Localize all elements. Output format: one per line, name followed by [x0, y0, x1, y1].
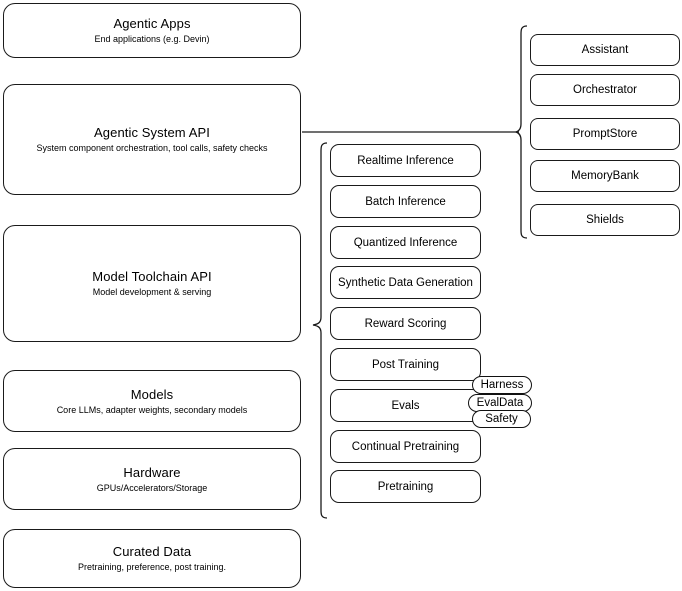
- capability-box-batch-inference[interactable]: Batch Inference: [330, 185, 481, 218]
- stack-box-title: Agentic Apps: [113, 16, 191, 31]
- stack-box-agentic-apps[interactable]: Agentic Apps End applications (e.g. Devi…: [3, 3, 301, 58]
- evals-badge-safety[interactable]: Safety: [472, 410, 531, 428]
- evals-badge-label: EvalData: [476, 397, 524, 409]
- stack-box-subtitle: End applications (e.g. Devin): [94, 34, 210, 44]
- stack-box-agentic-system-api[interactable]: Agentic System API System component orch…: [3, 84, 301, 195]
- stack-box-subtitle: Core LLMs, adapter weights, secondary mo…: [56, 404, 248, 415]
- evals-badge-label: Safety: [485, 413, 518, 425]
- evals-badge-label: Harness: [480, 379, 524, 391]
- capability-box-pretraining[interactable]: Pretraining: [330, 470, 481, 503]
- capability-box-post-training[interactable]: Post Training: [330, 348, 481, 381]
- capability-box-quantized-inference[interactable]: Quantized Inference: [330, 226, 481, 259]
- component-box-promptstore[interactable]: PromptStore: [530, 118, 680, 150]
- capability-box-evals[interactable]: Evals: [330, 389, 481, 422]
- component-label: PromptStore: [572, 128, 638, 140]
- component-box-memorybank[interactable]: MemoryBank: [530, 160, 680, 192]
- stack-box-title: Agentic System API: [94, 125, 210, 140]
- stack-box-title: Models: [130, 386, 174, 402]
- toolchain-capabilities-brace: [312, 142, 328, 519]
- evals-badge-harness[interactable]: Harness: [472, 376, 532, 394]
- stack-box-hardware[interactable]: Hardware GPUs/Accelerators/Storage: [3, 448, 301, 510]
- stack-box-subtitle: GPUs/Accelerators/Storage: [96, 482, 208, 493]
- component-box-assistant[interactable]: Assistant: [530, 34, 680, 66]
- capability-label: Continual Pretraining: [351, 440, 460, 453]
- stack-box-models[interactable]: Models Core LLMs, adapter weights, secon…: [3, 370, 301, 432]
- stack-box-subtitle: System component orchestration, tool cal…: [36, 143, 268, 153]
- stack-box-title: Curated Data: [112, 544, 192, 559]
- capability-box-realtime-inference[interactable]: Realtime Inference: [330, 144, 481, 177]
- agentic-components-brace: [513, 25, 528, 239]
- stack-box-model-toolchain-api[interactable]: Model Toolchain API Model development & …: [3, 225, 301, 342]
- capability-label: Pretraining: [377, 480, 434, 493]
- component-box-orchestrator[interactable]: Orchestrator: [530, 74, 680, 106]
- capability-box-synthetic-data-generation[interactable]: Synthetic Data Generation: [330, 266, 481, 299]
- capability-label: Batch Inference: [365, 195, 446, 208]
- stack-box-title: Model Toolchain API: [92, 269, 212, 284]
- component-label: Orchestrator: [573, 84, 637, 96]
- stack-box-title: Hardware: [123, 464, 181, 480]
- stack-box-curated-data[interactable]: Curated Data Pretraining, preference, po…: [3, 529, 301, 588]
- capability-label: Evals: [391, 399, 420, 412]
- component-box-shields[interactable]: Shields: [530, 204, 680, 236]
- capability-label: Quantized Inference: [353, 236, 458, 249]
- capability-label: Synthetic Data Generation: [338, 276, 473, 289]
- component-label: Shields: [586, 214, 624, 226]
- capability-label: Post Training: [371, 358, 440, 371]
- capability-label: Realtime Inference: [357, 154, 454, 167]
- capability-box-continual-pretraining[interactable]: Continual Pretraining: [330, 430, 481, 463]
- component-label: MemoryBank: [571, 170, 639, 182]
- stack-box-subtitle: Model development & serving: [92, 287, 212, 297]
- component-label: Assistant: [581, 44, 629, 56]
- capability-box-reward-scoring[interactable]: Reward Scoring: [330, 307, 481, 340]
- stack-box-subtitle: Pretraining, preference, post training.: [77, 562, 227, 572]
- capability-label: Reward Scoring: [364, 317, 447, 330]
